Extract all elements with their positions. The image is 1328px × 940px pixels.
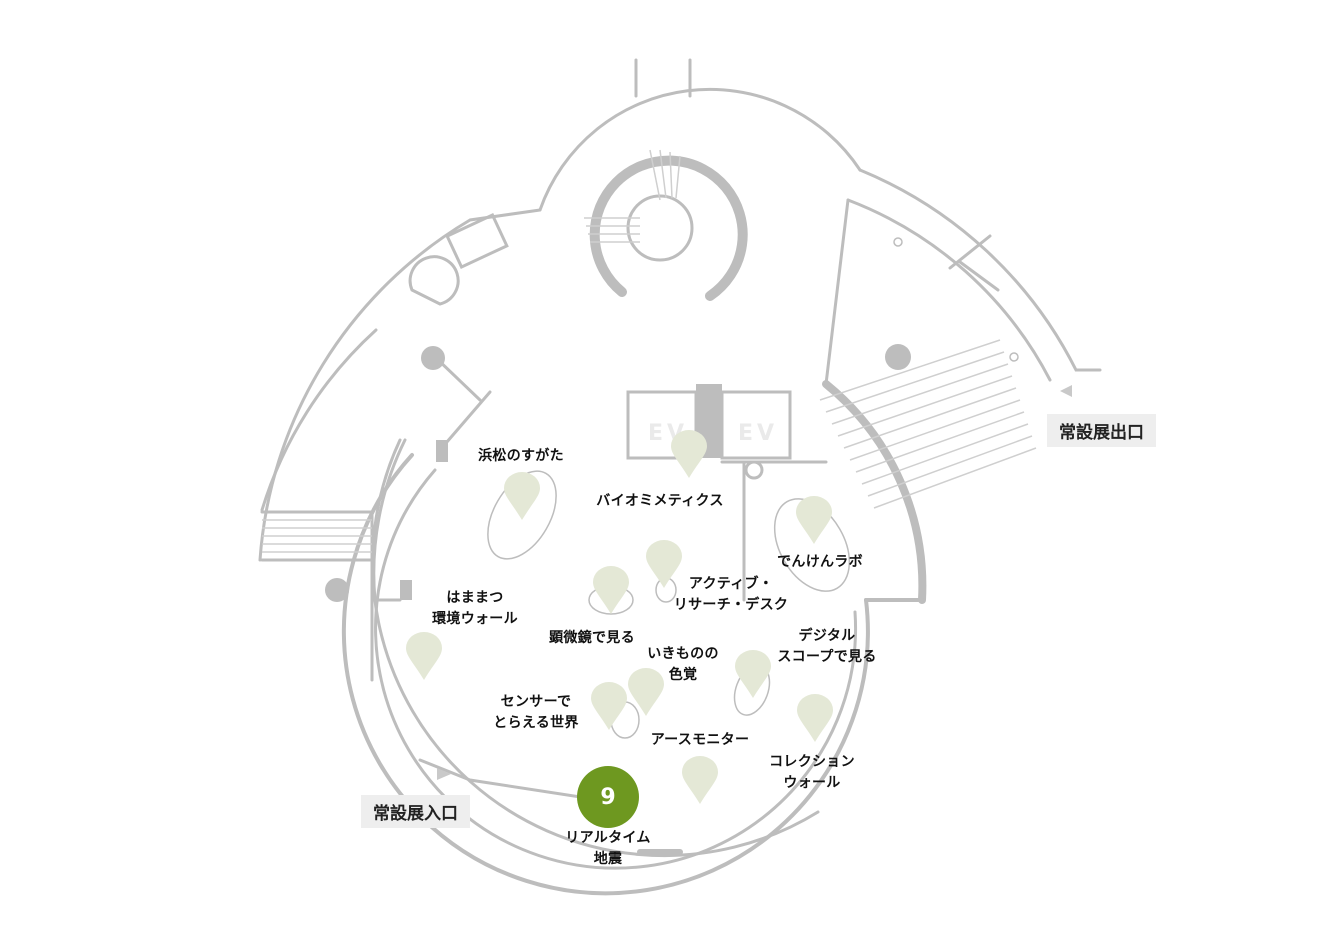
pin-environment-wall[interactable] — [405, 632, 443, 682]
top-rotunda-wall — [538, 87, 862, 212]
pin-active-research-desk[interactable] — [645, 540, 683, 590]
label-collection-wall: コレクションウォール — [769, 754, 855, 791]
pin-sensor-world[interactable] — [590, 682, 628, 732]
pillar-left-lower — [325, 578, 349, 602]
pillar-left-upper — [421, 346, 445, 370]
pin-earth-monitor[interactable] — [681, 756, 719, 806]
hall-right-wall — [822, 380, 927, 604]
label-biomimetics: バイオミメティクス — [596, 493, 724, 509]
exit-tag: 常設展出口 — [1047, 414, 1156, 447]
left-wing-wall — [258, 208, 542, 562]
pin-living-colors[interactable] — [627, 668, 665, 718]
label-environment-wall: はままつ環境ウォール — [432, 590, 518, 627]
label-denken-lab: でんけんラボ — [777, 554, 863, 570]
pin-biomimetics[interactable] — [670, 430, 708, 480]
label-sensor-world: センサーでとらえる世界 — [493, 694, 579, 731]
elevator-right-label: EV — [738, 421, 778, 446]
right-wing-wall — [858, 168, 1102, 372]
label-active-research-desk: アクティブ・リサーチ・デスク — [673, 576, 789, 613]
stair-core — [589, 155, 748, 301]
label-digital-scope: デジタルスコープで見る — [777, 628, 877, 665]
label-living-colors: いきものの色覚 — [647, 646, 719, 683]
pin-collection-wall[interactable] — [796, 694, 834, 744]
selected-number: 9 — [600, 784, 616, 810]
label-hamamatsu-figure: 浜松のすがた — [478, 448, 564, 464]
entrance-tag: 常設展入口 — [361, 795, 470, 828]
pin-denken-lab[interactable] — [795, 496, 833, 546]
label-realtime-quake: リアルタイム地震 — [565, 830, 651, 867]
pin-microscope[interactable] — [592, 566, 630, 616]
pin-hamamatsu-figure[interactable] — [503, 472, 541, 522]
label-earth-monitor: アースモニター — [650, 732, 750, 748]
pillar-right — [885, 344, 911, 370]
label-microscope: 顕微鏡で見る — [549, 630, 635, 646]
pin-digital-scope[interactable] — [734, 650, 772, 700]
selected-exhibit-marker[interactable]: 9 — [577, 766, 639, 828]
hall-outer-wall — [341, 453, 870, 896]
